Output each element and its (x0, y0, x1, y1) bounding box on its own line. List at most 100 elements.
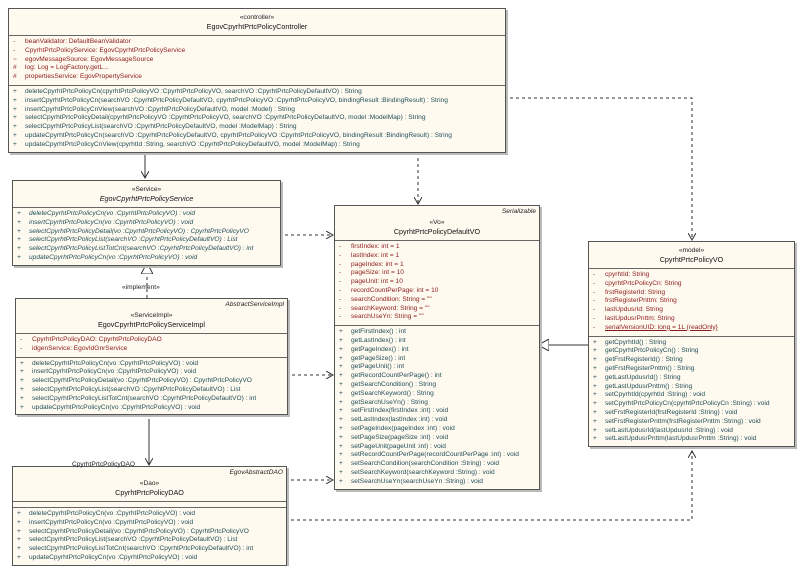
operation-row[interactable]: +getFirstIndex() : int (335, 328, 539, 337)
attribute-row[interactable]: -CpyrhtPrtcPolicyService: EgovCpyrhtPrtc… (9, 47, 505, 56)
operation-row[interactable]: +getFrstRegisterPnttm() : String (589, 365, 794, 374)
class-defaultvo[interactable]: Serializable«Vo»CpyrhtPrtcPolicyDefaultV… (334, 205, 540, 490)
attribute-row[interactable]: -recordCountPerPage: int = 10 (335, 287, 539, 296)
operation-row[interactable]: +getSearchCondition() : String (335, 381, 539, 390)
operation-row[interactable]: +updateCpyrhtPrtcPolicyCn(vo :CpyrhtPrtc… (13, 554, 286, 563)
class-dao[interactable]: EgovAbstractDAO«Dao»CpyrhtPrtcPolicyDAO+… (12, 466, 287, 566)
operation-row[interactable]: +updateCpyrhtPrtcPolicyCn(vo :CpyrhtPrtc… (13, 254, 280, 263)
visibility: + (339, 372, 343, 380)
visibility: ~ (13, 55, 17, 63)
attribute-row[interactable]: -lastUpdusrId: String (589, 306, 794, 315)
operation-row[interactable]: +selectCpyrhtPrtcPolicyDetail(cpyrhtPrtc… (9, 114, 505, 123)
operation-row[interactable]: +selectCpyrhtPrtcPolicyList(searchVO :Cp… (9, 123, 505, 132)
operation-row[interactable]: +setFrstRegisterId(frstRegisterId :Strin… (589, 409, 794, 418)
operation-text: deleteCpyrhtPrtcPolicyCn(cpyrhtPrtcPolic… (25, 87, 362, 95)
attribute-row[interactable]: -CpyrhtPrtcPolicyDAO: CpyrhtPrtcPolicyDA… (16, 336, 287, 345)
attribute-row[interactable]: -searchKeyword: String = "" (335, 305, 539, 314)
attribute-row[interactable]: -pageUnit: int = 10 (335, 278, 539, 287)
visibility: + (17, 210, 21, 217)
operation-row[interactable]: +selectCpyrhtPrtcPolicyListTotCnt(search… (13, 545, 286, 554)
operation-row[interactable]: +getRecordCountPerPage() : int (335, 372, 539, 381)
operation-row[interactable]: +insertCpyrhtPrtcPolicyCn(vo :CpyrhtPrtc… (13, 219, 280, 228)
operation-row[interactable]: +setFirstIndex(firstIndex :int) : void (335, 407, 539, 416)
operation-row[interactable]: +setLastIndex(lastIndex :int) : void (335, 416, 539, 425)
operation-row[interactable]: +selectCpyrhtPrtcPolicyListTotCnt(search… (16, 395, 287, 404)
operation-row[interactable]: +updateCpyrhtPrtcPolicyCn(searchVO :Cpyr… (9, 132, 505, 141)
operation-row[interactable]: +selectCpyrhtPrtcPolicyListTotCnt(search… (13, 245, 280, 254)
attribute-row[interactable]: -pageIndex: int = 1 (335, 261, 539, 270)
operation-row[interactable]: +getLastIndex() : int (335, 337, 539, 346)
operation-row[interactable]: +updateCpyrhtPrtcPolicyCnView(cpyrhtId :… (9, 141, 505, 150)
operation-row[interactable]: +setLastUpdusrPnttm(lastUpdusrPnttm :Str… (589, 435, 794, 444)
class-service[interactable]: «Service»EgovCpyrhtPrtcPolicyService+del… (12, 180, 281, 266)
attribute-row[interactable]: -frstRegisterId: String (589, 289, 794, 298)
operation-row[interactable]: +setLastUpdusrId(lastUpdusrId :String) :… (589, 427, 794, 436)
operation-row[interactable]: +getLastUpdusrPnttm() : String (589, 383, 794, 392)
operation-row[interactable]: +setPageIndex(pageIndex :int) : void (335, 425, 539, 434)
operation-row[interactable]: +insertCpyrhtPrtcPolicyCnView(searchVO :… (9, 106, 505, 115)
attribute-row[interactable]: -cpyrhtId: String (589, 271, 794, 280)
attribute-row[interactable]: -beanValidator: DefaultBeanValidator (9, 38, 505, 47)
operation-row[interactable]: +getPageSize() : int (335, 355, 539, 364)
operation-row[interactable]: +deleteCpyrhtPrtcPolicyCn(vo :CpyrhtPrtc… (16, 360, 287, 369)
attribute-row[interactable]: -lastIndex: int = 1 (335, 252, 539, 261)
attribute-row[interactable]: -firstIndex: int = 1 (335, 243, 539, 252)
attribute-row[interactable]: -lastUpdusrPnttm: String (589, 315, 794, 324)
visibility: + (339, 363, 343, 371)
operation-row[interactable]: +insertCpyrhtPrtcPolicyCn(vo :CpyrhtPrtc… (16, 368, 287, 377)
operation-row[interactable]: +setPageSize(pageSize :int) : void (335, 434, 539, 443)
operation-text: selectCpyrhtPrtcPolicyListTotCnt(searchV… (29, 545, 254, 553)
attribute-row[interactable]: #propertiesService: EgovPropertyService (9, 73, 505, 82)
operation-row[interactable]: +setCpyrhtId(cpyrhtId :String) : void (589, 391, 794, 400)
operation-row[interactable]: +getSearchKeyword() : String (335, 390, 539, 399)
class-vo[interactable]: «model»CpyrhtPrtcPolicyVO-cpyrhtId: Stri… (588, 241, 795, 448)
operation-row[interactable]: +selectCpyrhtPrtcPolicyList(searchVO :Cp… (13, 536, 286, 545)
attribute-row[interactable]: #log: Log = LogFactory.getL... (9, 64, 505, 73)
operation-row[interactable]: +getLastUpdusrId() : String (589, 374, 794, 383)
operation-row[interactable]: +getFrstRegisterId() : String (589, 356, 794, 365)
attribute-row[interactable]: -searchCondition: String = "" (335, 296, 539, 305)
operation-row[interactable]: +updateCpyrhtPrtcPolicyCn(vo :CpyrhtPrtc… (16, 404, 287, 413)
visibility: + (13, 114, 17, 122)
operation-text: setLastIndex(lastIndex :int) : void (351, 416, 448, 424)
operation-row[interactable]: +selectCpyrhtPrtcPolicyList(searchVO :Cp… (13, 236, 280, 245)
operation-row[interactable]: +selectCpyrhtPrtcPolicyDetail(vo :Cpyrht… (16, 377, 287, 386)
operation-row[interactable]: +getCpyrhtPrtcPolicyCn() : String (589, 347, 794, 356)
operation-row[interactable]: +setRecordCountPerPage(recordCountPerPag… (335, 451, 539, 460)
operation-text: setFrstRegisterId(frstRegisterId :String… (605, 408, 738, 416)
operation-row[interactable]: +selectCpyrhtPrtcPolicyList(searchVO :Cp… (16, 386, 287, 395)
attribute-row[interactable]: -searchUseYn: String = "" (335, 313, 539, 322)
attribute-row[interactable]: -serialVersionUID: long = 1L {readOnly} (589, 324, 794, 333)
operation-row[interactable]: +setSearchKeyword(searchKeyword :String)… (335, 469, 539, 478)
attributes-compartment: -cpyrhtId: String-cpyrhtPrtcPolicyCn: St… (589, 269, 794, 337)
operation-row[interactable]: +setCpyrhtPrtcPolicyCn(cpyrhtPrtcPolicyC… (589, 400, 794, 409)
attribute-row[interactable]: ~egovMessageSource: EgovMessageSource (9, 56, 505, 65)
operation-row[interactable]: +setFrstRegisterPnttm(frstRegisterPnttm … (589, 418, 794, 427)
operation-row[interactable]: +deleteCpyrhtPrtcPolicyCn(cpyrhtPrtcPoli… (9, 88, 505, 97)
operation-row[interactable]: +getPageIndex() : int (335, 346, 539, 355)
operation-row[interactable]: +selectCpyrhtPrtcPolicyDetail(vo :Cpyrht… (13, 228, 280, 237)
operation-row[interactable]: +getCpyrhtId() : String (589, 339, 794, 348)
attribute-row[interactable]: -pageSize: int = 10 (335, 269, 539, 278)
operation-row[interactable]: +insertCpyrhtPrtcPolicyCn(vo :CpyrhtPrtc… (13, 519, 286, 528)
operation-row[interactable]: +insertCpyrhtPrtcPolicyCn(searchVO :Cpyr… (9, 97, 505, 106)
operation-row[interactable]: +deleteCpyrhtPrtcPolicyCn(vo :CpyrhtPrtc… (13, 510, 286, 519)
visibility: - (339, 269, 342, 277)
class-serviceimpl[interactable]: AbstractServiceImpl«ServiceImpl»EgovCpyr… (15, 298, 288, 416)
attribute-row[interactable]: -cpyrhtPrtcPolicyCn: String (589, 280, 794, 289)
attribute-text: frstRegisterPnttm: String (605, 297, 677, 305)
operation-row[interactable]: +setSearchUseYn(searchUseYn :String) : v… (335, 478, 539, 487)
operation-text: getPageSize() : int (351, 354, 406, 362)
attribute-row[interactable]: -frstRegisterPnttm: String (589, 297, 794, 306)
class-name: EgovCpyrhtPrtcPolicyService (99, 194, 194, 203)
class-controller[interactable]: «controller»EgovCpyrhtPrtcPolicyControll… (8, 8, 506, 153)
visibility: + (17, 245, 21, 253)
operation-row[interactable]: +selectCpyrhtPrtcPolicyDetail(vo :Cpyrht… (13, 528, 286, 537)
operation-row[interactable]: +setSearchCondition(searchCondition :Str… (335, 460, 539, 469)
attribute-row[interactable]: -idgenService: EgovIdGnrService (16, 345, 287, 354)
visibility: - (20, 344, 23, 352)
operation-row[interactable]: +getPageUnit() : int (335, 363, 539, 372)
operation-row[interactable]: +getSearchUseYn() : String (335, 399, 539, 408)
operation-row[interactable]: +deleteCpyrhtPrtcPolicyCn(vo :CpyrhtPrtc… (13, 210, 280, 219)
operation-row[interactable]: +setPageUnit(pageUnit :int) : void (335, 443, 539, 452)
